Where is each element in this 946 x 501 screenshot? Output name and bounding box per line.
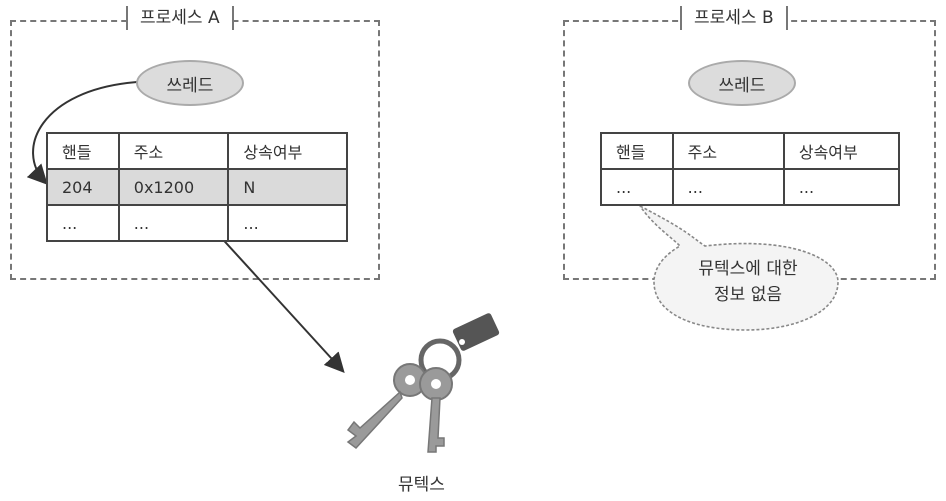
callout-line-1: 뮤텍스에 대한 — [698, 259, 798, 279]
table-header-row: 핸들 주소 상속여부 — [600, 132, 901, 170]
header-address: 주소 — [117, 132, 230, 170]
cell-address: ... — [117, 204, 230, 242]
table-row: 204 0x1200 N — [46, 168, 348, 206]
process-a-title: 프로세스 A — [126, 6, 234, 30]
process-a-handle-table: 핸들 주소 상속여부 204 0x1200 N ... ... ... — [46, 132, 348, 242]
header-inherit: 상속여부 — [227, 132, 348, 170]
process-b-title: 프로세스 B — [680, 6, 788, 30]
callout-bubble — [639, 205, 839, 331]
table-row: ... ... ... — [600, 168, 901, 206]
cell-inherit: ... — [782, 168, 901, 206]
cell-inherit: N — [227, 168, 348, 206]
header-handle: 핸들 — [600, 132, 674, 170]
cell-address: 0x1200 — [117, 168, 230, 206]
header-address: 주소 — [671, 132, 785, 170]
cell-handle: ... — [46, 204, 120, 242]
cell-handle: ... — [600, 168, 674, 206]
thread-to-handle-arrow — [26, 81, 138, 185]
cell-inherit: ... — [227, 204, 348, 242]
header-inherit: 상속여부 — [782, 132, 901, 170]
callout-line-2: 정보 없음 — [714, 285, 782, 305]
process-b-handle-table: 핸들 주소 상속여부 ... ... ... — [600, 132, 901, 206]
process-a-thread: 쓰레드 — [136, 60, 244, 106]
table-header-row: 핸들 주소 상속여부 — [46, 132, 348, 170]
callout-text: 뮤텍스에 대한 정보 없음 — [664, 256, 832, 308]
table-row: ... ... ... — [46, 204, 348, 242]
cell-handle: 204 — [46, 168, 120, 206]
cell-address: ... — [671, 168, 785, 206]
mutex-key-icon — [346, 313, 500, 453]
mutex-label: 뮤텍스 — [398, 475, 445, 495]
process-b-thread: 쓰레드 — [688, 60, 796, 106]
header-handle: 핸들 — [46, 132, 120, 170]
